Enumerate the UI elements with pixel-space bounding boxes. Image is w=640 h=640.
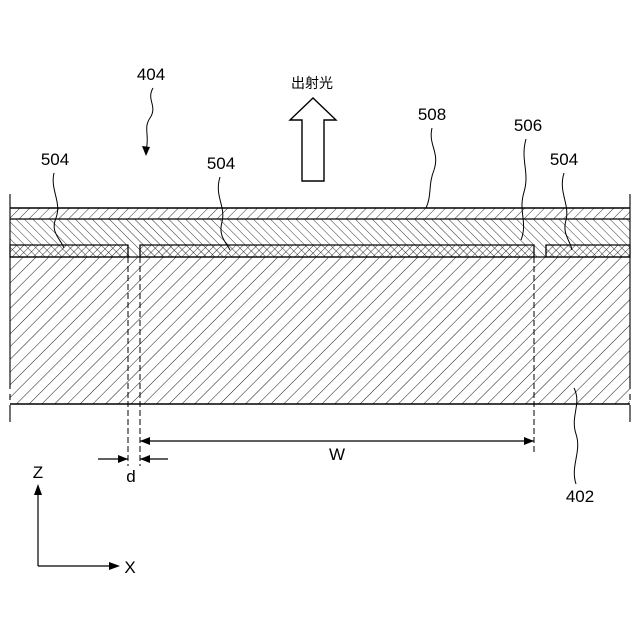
axis-x-label: X <box>124 558 135 577</box>
ref-404-label: 404 <box>137 65 165 84</box>
axis-z-label: Z <box>33 463 43 482</box>
layer-508 <box>10 208 630 219</box>
ref-504-left-label: 504 <box>41 150 69 169</box>
ref-402-label: 402 <box>566 487 594 506</box>
dimension-w-label: W <box>329 445 345 464</box>
ref-508-leader <box>426 128 436 208</box>
axis-indicator <box>34 484 120 570</box>
ref-404-leader <box>146 88 153 150</box>
dimension-d-label: d <box>126 467 135 486</box>
emission-arrow <box>290 98 336 181</box>
cell-504-right <box>546 245 630 257</box>
ref-506-label: 506 <box>514 116 542 135</box>
ref-504-center-label: 504 <box>207 154 235 173</box>
cell-504-left <box>10 245 128 257</box>
ref-404-arrowhead <box>142 146 150 156</box>
cell-504-center <box>140 245 534 257</box>
dimension-w <box>140 437 534 445</box>
dimension-d <box>98 455 168 463</box>
ref-504-right-label: 504 <box>550 150 578 169</box>
ref-508-label: 508 <box>418 105 446 124</box>
substrate-402 <box>10 257 630 404</box>
emission-label: 出射光 <box>291 76 333 92</box>
